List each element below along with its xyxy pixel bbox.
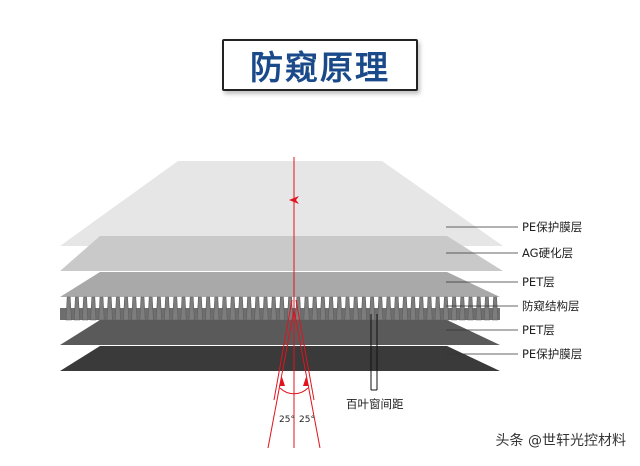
arrow-left-icon bbox=[279, 377, 285, 386]
louver-tooth bbox=[262, 296, 269, 321]
louver-tooth bbox=[475, 296, 482, 321]
label-pet-upper: PET层 bbox=[522, 275, 555, 289]
louver-tooth bbox=[467, 296, 474, 321]
louver-tooth bbox=[442, 296, 449, 321]
louver-tooth bbox=[483, 296, 490, 321]
label-ag: AG硬化层 bbox=[522, 246, 573, 260]
angle-left-label: 25° bbox=[279, 415, 295, 425]
louver-tooth bbox=[237, 296, 244, 321]
louver-layer bbox=[60, 296, 500, 321]
louver-tooth bbox=[336, 296, 343, 321]
louver-tooth bbox=[205, 296, 212, 321]
louver-tooth bbox=[180, 296, 187, 321]
louver-tooth bbox=[246, 296, 253, 321]
louver-tooth bbox=[303, 296, 310, 321]
louver-tooth bbox=[385, 296, 392, 321]
louver-tooth bbox=[270, 296, 277, 321]
louver-tooth bbox=[188, 296, 195, 321]
louver-tooth bbox=[377, 296, 384, 321]
layer-pe-top bbox=[60, 161, 503, 246]
louver-tooth bbox=[131, 296, 138, 321]
louver-tooth bbox=[164, 296, 171, 321]
louver-tooth bbox=[196, 296, 203, 321]
louver-tooth bbox=[434, 296, 441, 321]
layer-pet-lower bbox=[60, 320, 500, 345]
louver-tooth bbox=[459, 296, 466, 321]
label-pe-bottom: PE保护膜层 bbox=[522, 347, 582, 361]
louver-tooth bbox=[221, 296, 228, 321]
louver-tooth bbox=[139, 296, 146, 321]
louver-tooth bbox=[311, 296, 318, 321]
louver-tooth bbox=[172, 296, 179, 321]
angle-right-label: 25° bbox=[299, 415, 315, 425]
louver-tooth bbox=[410, 296, 417, 321]
label-louver: 防窥结构层 bbox=[522, 299, 580, 313]
light-rays bbox=[267, 157, 321, 449]
louver-tooth bbox=[451, 296, 458, 321]
louver-tooth bbox=[418, 296, 425, 321]
louver-tooth bbox=[278, 296, 285, 321]
louver-tooth bbox=[123, 296, 130, 321]
louver-tooth bbox=[426, 296, 433, 321]
watermark: 头条 @世轩光控材料 bbox=[495, 433, 626, 449]
louver-tooth bbox=[319, 296, 326, 321]
louver-tooth bbox=[155, 296, 162, 321]
louver-tooth bbox=[106, 296, 113, 321]
leader-lines bbox=[446, 226, 518, 355]
louver-tooth bbox=[254, 296, 261, 321]
louver-tooth bbox=[229, 296, 236, 321]
louver-tooth bbox=[82, 296, 89, 321]
louver-tooth bbox=[344, 296, 351, 321]
arrow-right-icon bbox=[303, 377, 309, 386]
louver-tooth bbox=[492, 296, 499, 321]
louver-tooth bbox=[114, 296, 121, 321]
louver-tooth bbox=[65, 296, 72, 321]
title-box: 防窥原理 bbox=[222, 39, 418, 91]
louver-pitch-marker bbox=[370, 314, 378, 391]
louver-tooth bbox=[352, 296, 359, 321]
louver-pitch-label: 百叶窗间距 bbox=[346, 397, 404, 411]
label-pe-top: PE保护膜层 bbox=[522, 220, 582, 234]
louver-tooth bbox=[90, 296, 97, 321]
louver-tooth bbox=[393, 296, 400, 321]
layer-pe-bottom bbox=[60, 346, 500, 371]
layer-ag bbox=[60, 236, 503, 271]
louver-tooth bbox=[98, 296, 105, 321]
louver-tooth bbox=[213, 296, 220, 321]
louver-tooth bbox=[360, 296, 367, 321]
louver-tooth bbox=[401, 296, 408, 321]
louver-tooth bbox=[73, 296, 80, 321]
louver-tooth bbox=[328, 296, 335, 321]
louver-tooth bbox=[147, 296, 154, 321]
page-title: 防窥原理 bbox=[250, 48, 390, 87]
layer-pet-upper bbox=[60, 272, 500, 297]
label-pet-lower: PET层 bbox=[522, 323, 555, 337]
louver-tooth bbox=[369, 296, 376, 321]
